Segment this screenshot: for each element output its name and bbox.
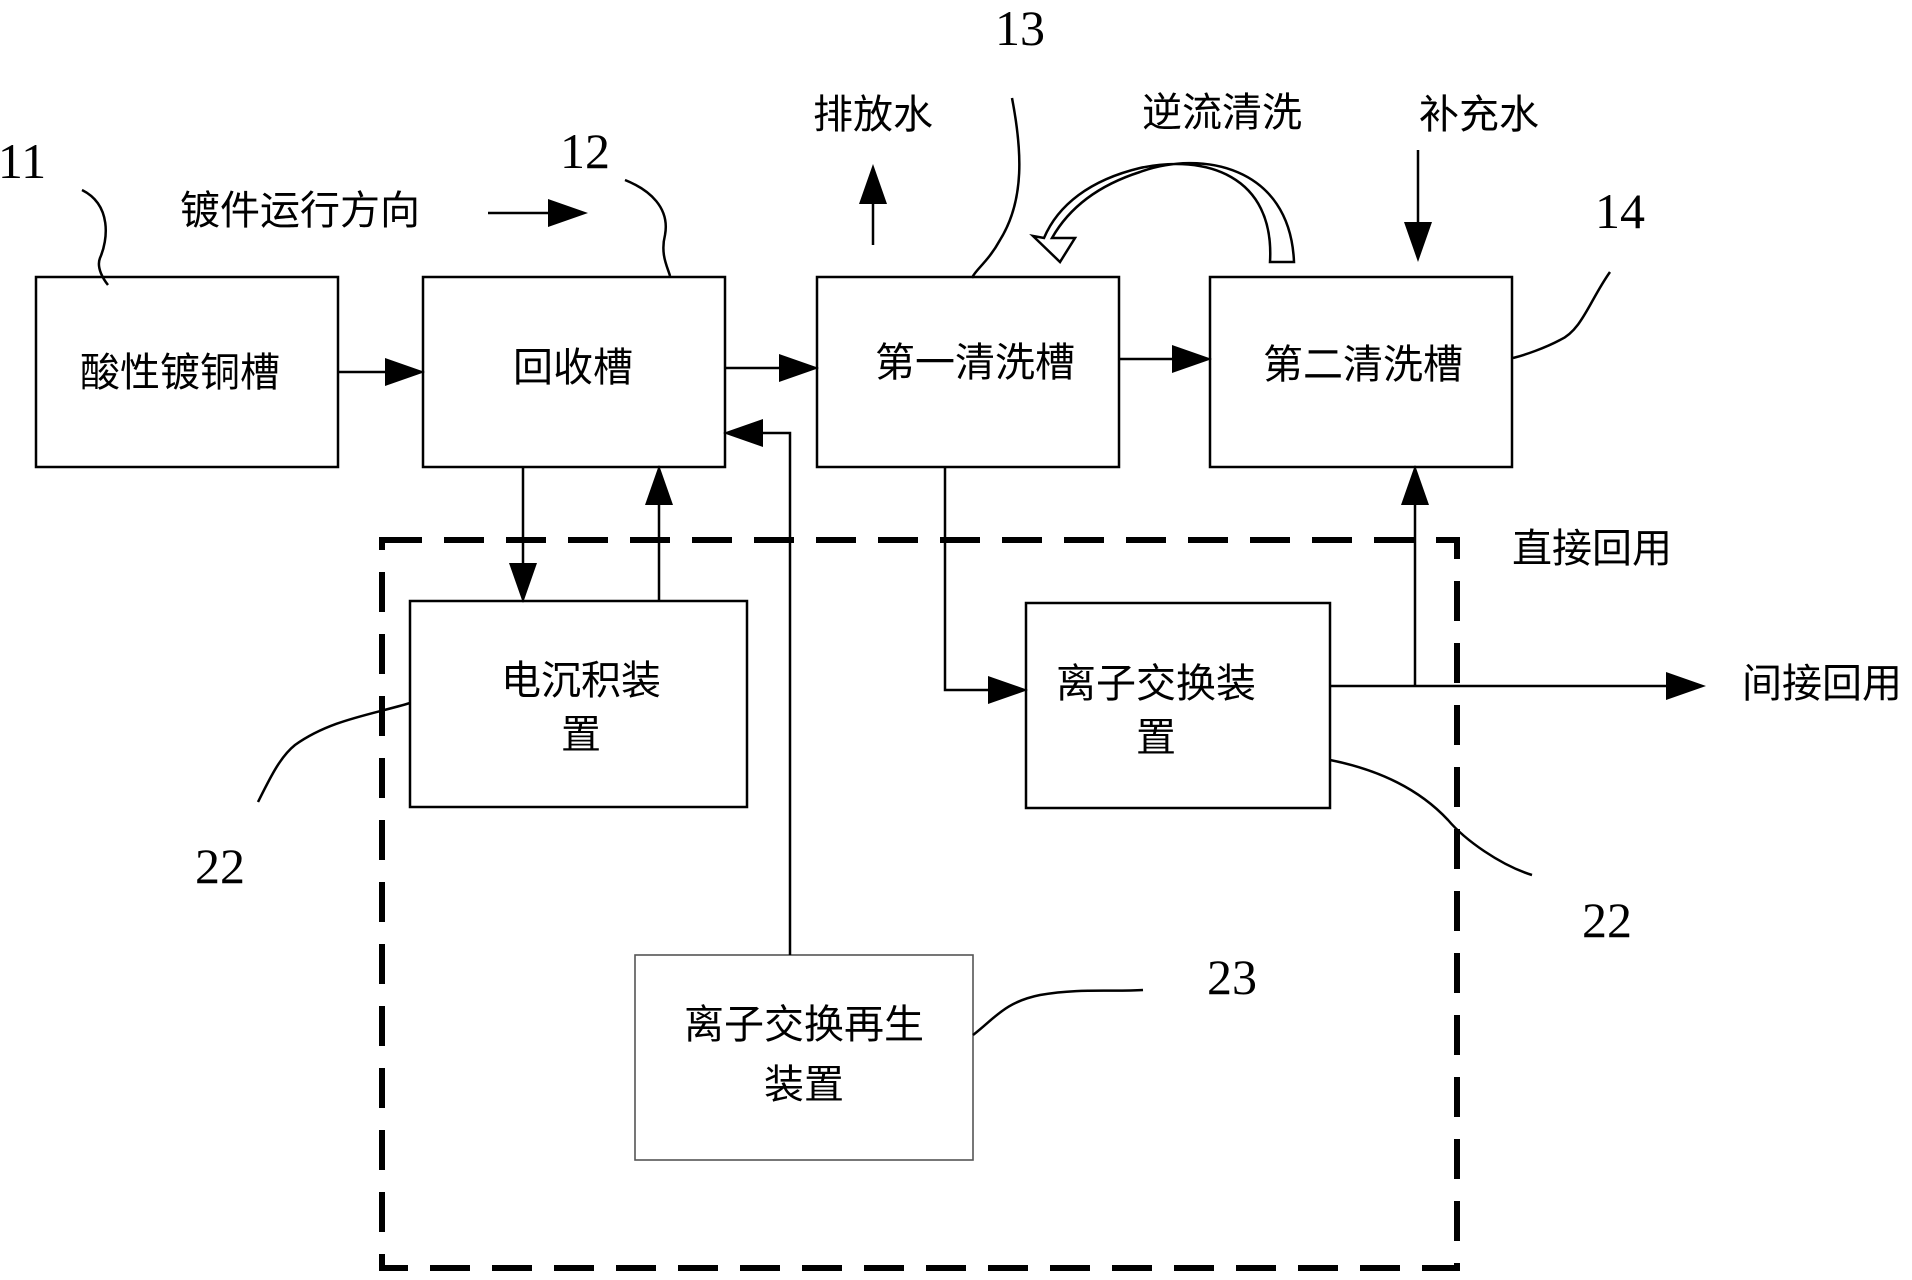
reference-number-11: 11 xyxy=(0,133,46,189)
regeneration-system-boundary xyxy=(379,537,1460,1271)
leader-line-14 xyxy=(1512,271,1612,360)
second-rinse-tank-label: 第二清洗槽 xyxy=(1263,342,1463,388)
leader-line-12 xyxy=(624,178,672,277)
leader-line-23 xyxy=(972,988,1144,1036)
first-rinse-tank-label: 第一清洗槽 xyxy=(875,340,1075,386)
reference-number-22-right: 22 xyxy=(1582,892,1632,948)
reference-number-22-left: 22 xyxy=(195,838,245,894)
leader-line-11 xyxy=(81,188,109,286)
second-rinse-tank-box xyxy=(1208,275,1514,469)
ion-exchange-label-line2: 置 xyxy=(1136,715,1176,761)
ion-regeneration-label-line2: 装置 xyxy=(764,1062,844,1108)
ion-regeneration-label-line1: 离子交换再生 xyxy=(684,1002,924,1048)
discharge-water-label: 排放水 xyxy=(813,92,933,138)
recovery-tank-box xyxy=(421,275,727,469)
reference-number-12: 12 xyxy=(560,123,610,179)
ion-regeneration-box xyxy=(634,954,974,1161)
rinse1-to-ion-exchange-arrow xyxy=(943,467,1028,704)
indirect-reuse-label: 间接回用 xyxy=(1742,661,1902,707)
ion-exchange-box xyxy=(1024,601,1332,810)
makeup-water-label: 补充水 xyxy=(1419,92,1539,138)
direct-reuse-label: 直接回用 xyxy=(1512,526,1672,572)
workpiece-direction-label: 镀件运行方向 xyxy=(180,188,420,234)
reference-number-13: 13 xyxy=(995,0,1045,56)
electrodeposition-box xyxy=(408,599,749,809)
leader-line-22-left xyxy=(256,701,411,803)
electrodeposition-label-line2: 置 xyxy=(561,712,601,758)
leader-line-13 xyxy=(970,97,1021,279)
countercurrent-rinse-label: 逆流清洗 xyxy=(1142,90,1302,136)
ion-exchange-label-line1: 离子交换装 xyxy=(1056,661,1256,707)
electrodeposition-label-line1: 电沉积装 xyxy=(501,658,661,704)
reference-number-23: 23 xyxy=(1207,949,1257,1005)
acid-copper-tank-box xyxy=(34,275,340,469)
countercurrent-rinse-curved-arrow xyxy=(1029,161,1296,264)
regeneration-to-recovery-arrow xyxy=(723,419,792,955)
recovery-tank-label: 回收槽 xyxy=(513,345,633,391)
reference-number-14: 14 xyxy=(1595,183,1645,239)
acid-copper-tank-label: 酸性镀铜槽 xyxy=(80,350,280,396)
leader-line-22-right xyxy=(1329,758,1533,877)
